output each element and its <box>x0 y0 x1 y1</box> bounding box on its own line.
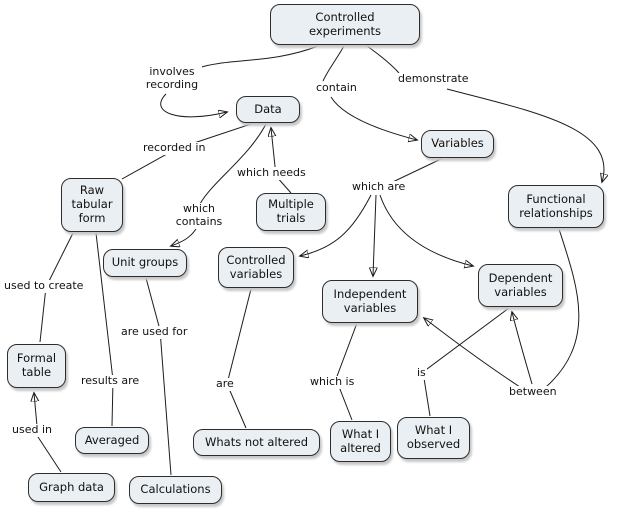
node-label: Functional relationships <box>519 191 593 220</box>
node-label: Multiple trials <box>268 197 314 225</box>
edge-which-are-to-dependent <box>379 194 473 266</box>
node-label: Controlled variables <box>226 252 286 281</box>
link-label-recorded-in[interactable]: recorded in <box>142 141 207 155</box>
node-label: Formal table <box>16 351 57 379</box>
link-label-involves-recording[interactable]: involves recording <box>142 65 202 92</box>
link-label-demonstrate[interactable]: demonstrate <box>397 72 470 86</box>
edge-involves-recording-a <box>197 45 319 69</box>
node-averaged[interactable]: Averaged <box>75 427 149 454</box>
node-label: Raw tabular form <box>71 183 113 225</box>
link-label-which-needs[interactable]: which needs <box>236 166 307 180</box>
node-label: Whats not altered <box>204 434 309 449</box>
link-label-used-in[interactable]: used in <box>11 423 53 437</box>
node-what-i-altered[interactable]: What I altered <box>330 421 391 462</box>
node-calculations[interactable]: Calculations <box>129 476 222 504</box>
node-what-i-observed[interactable]: What I observed <box>397 417 470 459</box>
node-functional-relationships[interactable]: Functional relationships <box>508 185 604 228</box>
node-independent-variables[interactable]: Independent variables <box>322 280 418 323</box>
edge-which-contains-b <box>171 228 197 246</box>
edge-are-used-for <box>145 277 172 476</box>
node-label: Independent variables <box>333 286 407 315</box>
node-label: Unit groups <box>111 255 179 270</box>
node-label: Controlled experiments <box>308 9 382 38</box>
edge-contain-a <box>322 45 345 82</box>
link-label-used-to-create[interactable]: used to create <box>3 279 85 293</box>
edge-which-are-to-controlled <box>300 194 372 256</box>
node-variables[interactable]: Variables <box>421 130 494 158</box>
edge-between-to-independent <box>424 318 521 388</box>
link-label-is[interactable]: is <box>416 366 427 380</box>
link-label-which-is[interactable]: which is <box>309 375 356 389</box>
edge-demonstrate-a <box>366 45 400 74</box>
node-raw-tabular-form[interactable]: Raw tabular form <box>61 178 123 232</box>
node-controlled-experiments[interactable]: Controlled experiments <box>270 4 420 45</box>
edge-which-are-to-independent <box>373 194 376 276</box>
edge-involves-recording-b <box>160 93 227 117</box>
edge-which-is <box>335 322 358 421</box>
link-label-which-are[interactable]: which are <box>351 180 407 194</box>
node-label: Graph data <box>39 479 104 494</box>
edge-which-needs <box>271 128 292 194</box>
node-label: Variables <box>431 136 484 151</box>
node-label: Calculations <box>140 482 211 497</box>
link-label-contain[interactable]: contain <box>315 81 358 95</box>
node-unit-groups[interactable]: Unit groups <box>103 249 187 277</box>
node-dependent-variables[interactable]: Dependent variables <box>478 264 563 307</box>
link-label-are[interactable]: are <box>215 377 235 391</box>
node-multiple-trials[interactable]: Multiple trials <box>256 193 326 231</box>
edge-demonstrate-b <box>446 88 604 182</box>
node-label: Dependent variables <box>488 270 553 299</box>
node-label: Data <box>254 101 282 116</box>
link-label-are-used-for[interactable]: are used for <box>120 325 189 339</box>
node-label: What I observed <box>406 423 461 451</box>
edge-is <box>422 307 510 417</box>
edge-between-to-dependent <box>512 312 533 385</box>
link-label-between[interactable]: between <box>508 385 558 399</box>
node-controlled-variables[interactable]: Controlled variables <box>218 247 294 288</box>
link-label-which-contains[interactable]: which contains <box>172 202 226 229</box>
edge-are <box>226 288 252 429</box>
node-data[interactable]: Data <box>236 96 300 123</box>
edge-contain-b <box>330 96 417 140</box>
node-graph-data[interactable]: Graph data <box>28 473 115 502</box>
edge-between-stem <box>545 228 580 388</box>
node-whats-not-altered[interactable]: Whats not altered <box>193 429 320 456</box>
node-label: Averaged <box>84 432 140 447</box>
edge-used-in <box>34 393 62 473</box>
node-formal-table[interactable]: Formal table <box>7 344 66 388</box>
node-label: What I altered <box>340 426 381 455</box>
edge-which-contains-a <box>199 123 267 205</box>
link-label-results-are[interactable]: results are <box>80 374 141 388</box>
